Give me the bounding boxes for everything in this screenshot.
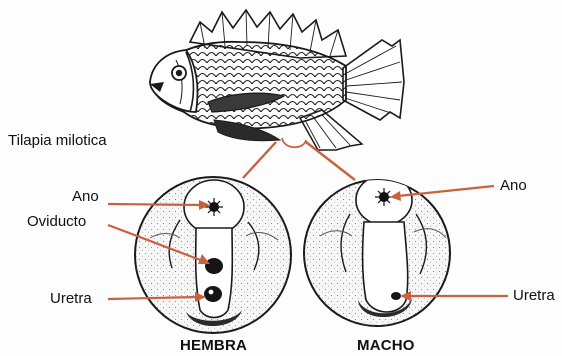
species-label: Tilapia milotica <box>8 133 107 148</box>
male-anus-label: Ano <box>500 178 527 193</box>
female-urethra-opening <box>204 286 222 302</box>
female-caption: HEMBRA <box>180 338 247 353</box>
male-urethra-label: Uretra <box>513 288 555 303</box>
female-oviduct-label: Oviducto <box>27 214 86 229</box>
female-genital-papilla-view <box>130 170 300 340</box>
tail-fin <box>343 40 404 120</box>
female-urethra-label: Uretra <box>50 291 92 306</box>
fish-head <box>150 50 198 112</box>
female-oviduct-opening <box>205 258 223 274</box>
male-urethra-opening <box>391 292 401 300</box>
female-anus-label: Ano <box>72 189 99 204</box>
male-genital-papilla-view <box>300 175 460 335</box>
male-caption: MACHO <box>357 338 415 353</box>
tilapia-fish-illustration <box>150 10 404 150</box>
